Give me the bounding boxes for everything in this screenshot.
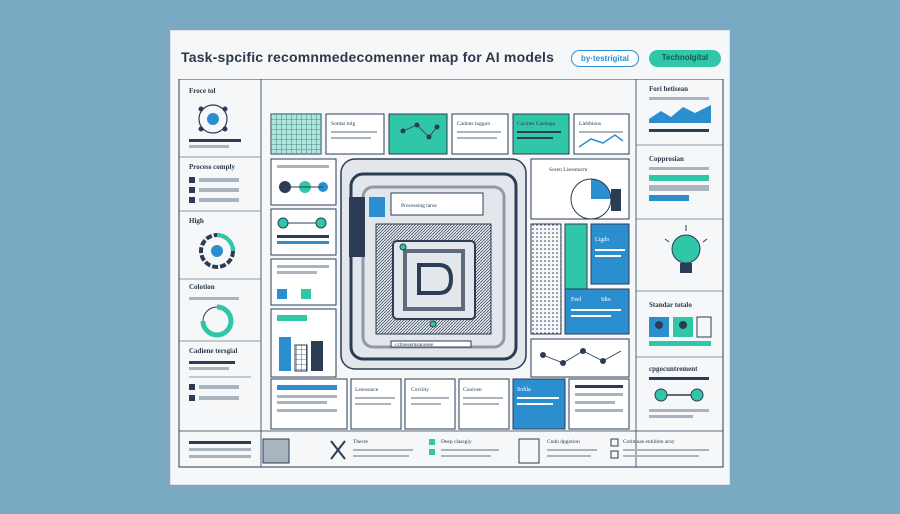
lower-label-1: Lesnsunce	[355, 387, 379, 393]
center-left-stack	[270, 158, 337, 378]
footer-label-1: Thecte	[353, 439, 369, 445]
grid-panel	[270, 113, 322, 155]
diagram-title: Task-spcific recomnmedecomenner map for …	[181, 49, 555, 65]
left-label-2: Process comply	[189, 163, 235, 171]
circuit-icon	[540, 348, 622, 366]
footer-label-4: Cotimuse entiitien aroy	[623, 439, 675, 445]
lightbulb-icon	[664, 225, 708, 273]
network-icon	[198, 104, 228, 134]
top-right-label: Liebbions	[579, 121, 601, 127]
gauge-icon	[199, 233, 235, 269]
right-block-label-1: Ligdo	[595, 237, 609, 243]
footer-row: Thecte Deep classgiy Cndn dpgotion Cotim…	[189, 438, 709, 464]
author-badge: by·testrigital	[571, 50, 639, 67]
top-label-2: Cadons luggon	[457, 121, 490, 127]
diagram-sheet: Task-spcific recomnmedecomenner map for …	[170, 30, 730, 485]
left-column: Froce tol Process comply High	[179, 87, 261, 401]
center-right-stack: Soren Lisesmsrm Ligdo Feel Idio	[530, 158, 630, 378]
progress-ring-icon	[200, 304, 234, 338]
central-maze: Processing tarsa ccltsesemsanoese	[340, 158, 527, 370]
right-column: Fori hetisean Copprosian Standar totalo	[636, 85, 723, 418]
close-icon	[330, 440, 346, 460]
lower-label-2: Coviiity	[411, 387, 429, 393]
technology-badge: Technolgital	[649, 50, 721, 67]
recommendation-map: Froce tol Process comply High	[178, 79, 724, 468]
scatter-icon	[400, 122, 440, 140]
center-box-label: Processing tarsa	[401, 203, 437, 209]
left-label-1: Froce tol	[189, 87, 216, 95]
area-chart-icon	[649, 105, 711, 123]
footer-label-3: Cndn dpgotion	[547, 439, 580, 445]
footer-label-2: Deep classgiy	[441, 439, 472, 445]
bottom-center-label: ccltsesemsanoese	[395, 342, 434, 348]
center-top-row: Sotdar tolg Cadons luggon Cacines Canbag…	[270, 113, 630, 155]
top-label-3: Cacines Canbago	[517, 121, 556, 127]
lower-label-3: Coniven	[463, 387, 482, 393]
pie-icon	[591, 179, 611, 199]
right-label-3: Standar totalo	[649, 301, 692, 309]
left-label-3: High	[189, 217, 204, 225]
right-label-2: Copprosian	[649, 155, 684, 163]
outer-frame	[178, 79, 724, 468]
right-block-label-2: Feel	[571, 297, 582, 303]
right-block-label-3: Idio	[601, 297, 611, 303]
left-label-5: Cadiene tersgial	[189, 347, 237, 355]
users-icon	[649, 316, 712, 338]
lower-label-4: Sohla	[517, 387, 531, 393]
top-label-1: Sotdar tolg	[331, 121, 356, 127]
right-label-4: cpgocuntrement	[649, 365, 698, 373]
center-lower-row: Lesnsunce Coviiity Coniven Sohla	[270, 378, 630, 430]
mid-right-label: Soren Lisesmsrm	[549, 167, 588, 173]
node-chain-icon	[654, 388, 704, 402]
right-label-1: Fori hetisean	[649, 85, 688, 93]
left-label-4: Colotion	[189, 283, 215, 291]
